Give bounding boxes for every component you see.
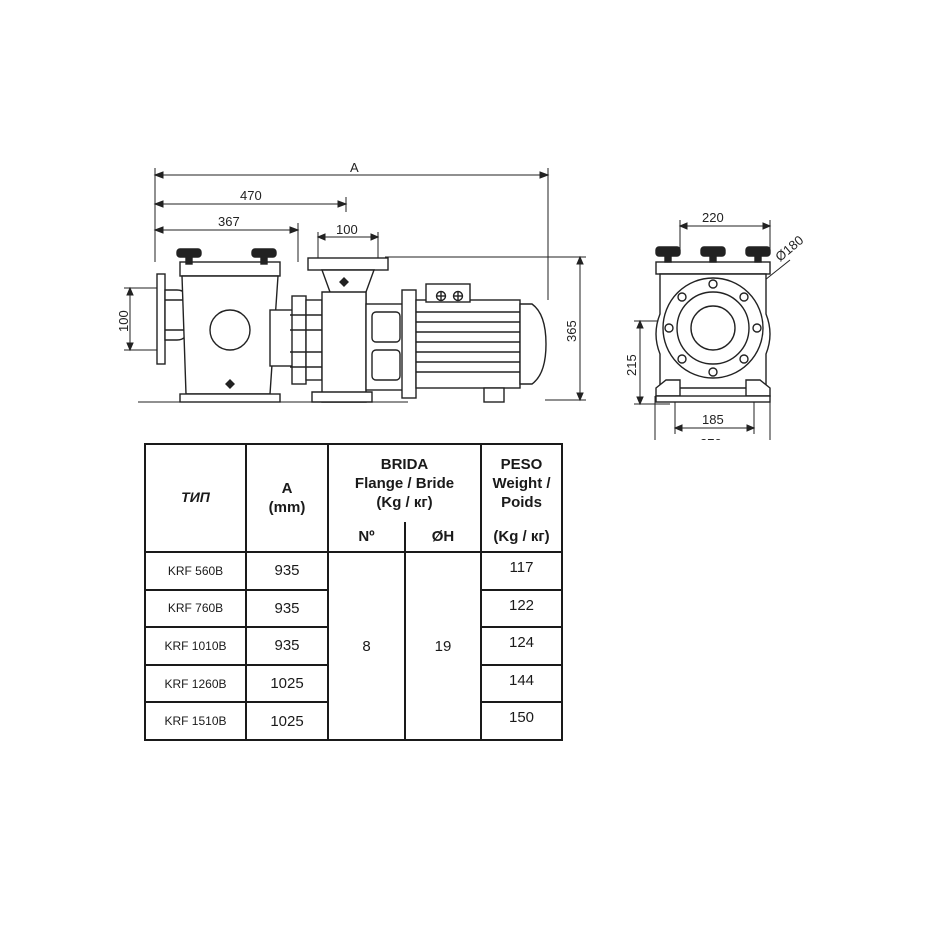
dim-label-215: 215: [624, 354, 639, 376]
model-cell: KRF 1010B: [144, 626, 247, 666]
dimension-470: [153, 197, 348, 212]
dimension-367: [153, 223, 300, 262]
header-brida-line2: Flange / Bride: [354, 475, 455, 492]
a-cell: 1025: [245, 663, 329, 704]
header-peso-line3: Poids: [501, 494, 542, 511]
table-row: KRF 760B 935: [144, 588, 562, 629]
dim-label-270: 270: [700, 436, 722, 440]
a-cell: 935: [245, 626, 329, 666]
header-brida: BRIDA Flange / Bride (Kg / кг): [327, 443, 482, 522]
header-a-line1: A: [281, 480, 293, 497]
a-cell: 1025: [245, 701, 329, 741]
pump-side-view: [138, 248, 547, 403]
header-a-line2: (mm): [268, 499, 306, 516]
table-header-row: ТИП A (mm) BRIDA Flange / Bride (Kg / кг…: [144, 443, 563, 553]
table-row: KRF 560B 935 8 19 117 122 124 144 150: [144, 551, 563, 741]
dim-label-100-left: 100: [116, 310, 131, 332]
dimension-a: [153, 168, 550, 300]
header-peso: PESO Weight / Poids: [480, 443, 563, 522]
subheader-kg: (Kg / кг): [480, 522, 563, 553]
header-brida-line3: (Kg / кг): [376, 494, 433, 511]
table-row: KRF 1510B 1025: [144, 701, 562, 741]
model-cell: KRF 1510B: [144, 701, 247, 741]
pump-front-view: [634, 220, 791, 440]
dim-label-diameter-180: Ø180: [772, 232, 806, 264]
technical-drawing: A 470 367 100 100 160 365: [0, 0, 932, 440]
header-type: ТИП: [144, 443, 247, 553]
subheader-no: Nº: [327, 522, 406, 553]
a-cell: 935: [245, 551, 329, 591]
model-cell: KRF 1260B: [144, 663, 247, 704]
weight-cell: 144: [482, 663, 561, 702]
subheader-oh: ØH: [404, 522, 482, 553]
weight-cell: 117: [509, 559, 534, 576]
header-brida-line1: BRIDA: [380, 456, 429, 473]
brida-no-cell: 8: [327, 551, 406, 741]
model-cell: KRF 760B: [144, 588, 247, 629]
dim-label-220: 220: [702, 210, 724, 225]
dimension-100-left: [124, 286, 158, 352]
dim-label-a: A: [350, 160, 359, 175]
dimension-100-top: [316, 232, 380, 258]
dim-label-365: 365: [564, 320, 579, 342]
weight-cell: 122: [482, 588, 561, 627]
dim-label-367: 367: [218, 214, 240, 229]
weight-cell: 150: [482, 701, 561, 739]
dim-label-185: 185: [702, 412, 724, 427]
dimension-365: [385, 255, 586, 402]
weight-column: 117 122 124 144 150: [480, 551, 563, 741]
brida-oh-cell: 19: [404, 551, 482, 741]
a-cell: 935: [245, 588, 329, 629]
header-type-label: ТИП: [181, 489, 210, 505]
dim-label-100-top: 100: [336, 222, 358, 237]
dim-label-470: 470: [240, 188, 262, 203]
weight-cell: 124: [482, 626, 561, 664]
model-cell: KRF 560B: [144, 551, 247, 591]
table-row: KRF 1010B 935: [144, 626, 562, 666]
table-subheader-row: Nº ØH (Kg / кг): [145, 522, 563, 553]
table-row: KRF 1260B 1025: [144, 663, 562, 704]
header-a: A (mm): [245, 443, 329, 553]
header-peso-line2: Weight /: [492, 475, 551, 492]
spec-table: ТИП A (mm) BRIDA Flange / Bride (Kg / кг…: [144, 443, 563, 741]
header-peso-line1: PESO: [500, 456, 543, 473]
